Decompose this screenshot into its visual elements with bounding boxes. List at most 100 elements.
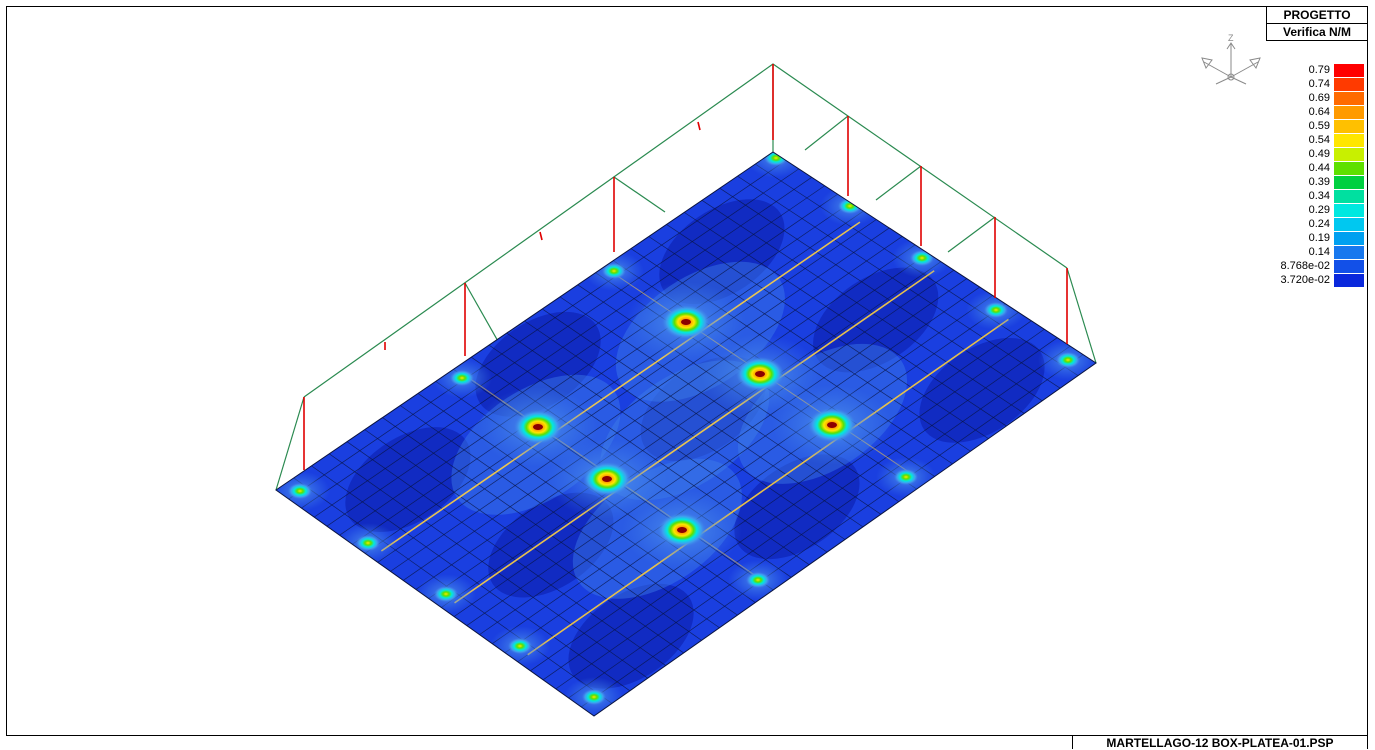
mesh-line xyxy=(504,303,1006,654)
legend-value: 0.64 xyxy=(1308,106,1330,118)
mesh-line xyxy=(329,453,648,679)
legend-entry: 0.44 xyxy=(1250,162,1364,176)
stress-core xyxy=(681,319,691,325)
mesh-line xyxy=(403,236,903,581)
legend-value: 0.24 xyxy=(1308,218,1330,230)
mesh-line xyxy=(701,199,1025,414)
legend-entry: 0.79 xyxy=(1250,64,1364,78)
mesh-line xyxy=(428,252,929,599)
edge-peak xyxy=(434,586,458,602)
edge-peak xyxy=(910,250,934,266)
mesh-line xyxy=(377,219,877,563)
mesh-line xyxy=(400,405,720,629)
legend-swatch xyxy=(1334,218,1364,231)
legend-value: 0.39 xyxy=(1308,176,1330,188)
stress-core xyxy=(827,422,837,428)
legend-value: 8.768e-02 xyxy=(1280,260,1330,272)
legend-entry: 0.59 xyxy=(1250,120,1364,134)
legend-entry: 8.768e-02 xyxy=(1250,260,1364,274)
legend-value: 0.54 xyxy=(1308,134,1330,146)
mesh-line xyxy=(466,278,967,626)
edge-peak xyxy=(582,689,606,705)
mesh-line xyxy=(666,224,989,439)
legend-swatch xyxy=(1334,190,1364,203)
legend-value: 0.44 xyxy=(1308,162,1330,174)
legend-entry: 0.34 xyxy=(1250,190,1364,204)
legend-swatch xyxy=(1334,274,1364,287)
beam-line xyxy=(454,270,935,604)
stress-core xyxy=(677,527,687,533)
mesh-line xyxy=(390,227,890,572)
edge-peak xyxy=(356,535,380,551)
mesh-line xyxy=(568,345,1071,699)
mesh-line xyxy=(313,177,812,518)
mesh-line xyxy=(559,296,882,515)
legend-value: 0.14 xyxy=(1308,246,1330,258)
legend-value: 0.34 xyxy=(1308,190,1330,202)
beam-line xyxy=(380,221,861,552)
mesh-line xyxy=(542,308,864,528)
mesh-line xyxy=(524,320,846,540)
mesh-line xyxy=(530,320,1032,672)
legend-swatch xyxy=(1334,120,1364,133)
edge-peak xyxy=(602,263,626,279)
edge-peak xyxy=(838,198,862,214)
legend-swatch xyxy=(1334,92,1364,105)
mesh-line xyxy=(382,417,702,641)
title-block: PROGETTO Verifica N/M xyxy=(1266,6,1368,41)
legend-entry: 0.24 xyxy=(1250,218,1364,232)
legend-value: 0.69 xyxy=(1308,92,1330,104)
legend-entry: 0.74 xyxy=(1250,78,1364,92)
file-name-label: MARTELLAGO-12 BOX-PLATEA-01.PSP xyxy=(1072,736,1368,750)
edge-peak xyxy=(746,572,770,588)
mesh-line xyxy=(719,187,1043,402)
mesh-line xyxy=(311,465,631,692)
legend-swatch xyxy=(1334,162,1364,175)
legend-entry: 0.64 xyxy=(1250,106,1364,120)
mesh-line xyxy=(555,337,1058,690)
legend-swatch xyxy=(1334,134,1364,147)
legend-value: 0.79 xyxy=(1308,64,1330,76)
mesh-line xyxy=(364,429,684,654)
mesh-line xyxy=(648,236,971,452)
edge-peak xyxy=(1056,352,1080,368)
legend-value: 0.19 xyxy=(1308,232,1330,244)
legend-swatch xyxy=(1334,204,1364,217)
beam-line xyxy=(527,318,1009,656)
edge-peak xyxy=(764,152,788,166)
edge-peak xyxy=(894,469,918,485)
mesh-line xyxy=(581,354,1084,708)
mesh-line xyxy=(288,160,787,500)
legend-entry: 0.39 xyxy=(1250,176,1364,190)
z-axis-label: Z xyxy=(1228,33,1234,43)
mesh-line xyxy=(453,269,955,617)
mesh-line xyxy=(737,175,1061,389)
legend-value: 0.74 xyxy=(1308,78,1330,90)
legend-swatch xyxy=(1334,64,1364,77)
mesh-line xyxy=(506,332,828,553)
project-label: PROGETTO xyxy=(1283,8,1351,22)
stress-core xyxy=(533,424,543,430)
mesh-line xyxy=(479,286,980,635)
edge-peak xyxy=(288,483,312,499)
legend-swatch xyxy=(1334,78,1364,91)
legend-entry: 0.49 xyxy=(1250,148,1364,162)
columns xyxy=(303,64,1068,470)
legend-swatch xyxy=(1334,246,1364,259)
foundation-slab xyxy=(275,151,1097,717)
legend-value: 0.49 xyxy=(1308,148,1330,160)
legend-entry: 0.29 xyxy=(1250,204,1364,218)
legend-value: 3.720e-02 xyxy=(1280,274,1330,286)
legend-swatch xyxy=(1334,148,1364,161)
edge-peak xyxy=(450,370,474,386)
legend-swatch xyxy=(1334,260,1364,273)
stress-core xyxy=(602,476,612,482)
stress-core xyxy=(755,371,765,377)
analysis-label: Verifica N/M xyxy=(1267,23,1367,40)
edge-peak xyxy=(508,638,532,654)
mesh-line xyxy=(339,193,838,536)
legend-entry: 0.14 xyxy=(1250,246,1364,260)
drawing-frame xyxy=(6,6,1368,736)
mesh-line xyxy=(492,295,993,644)
